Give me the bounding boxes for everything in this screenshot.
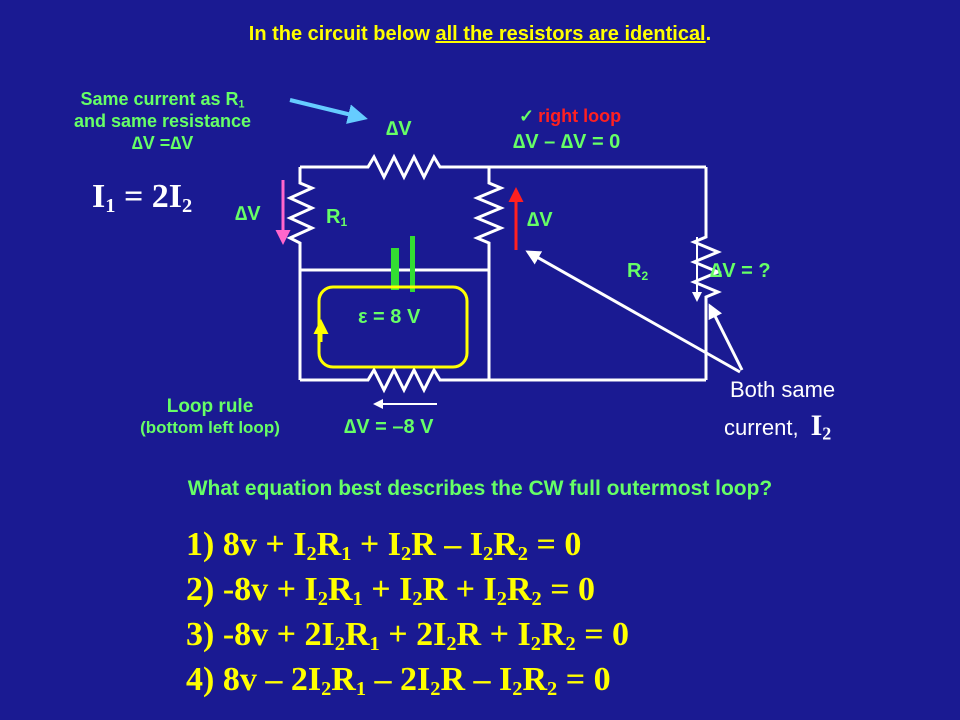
dv-question-label: ∆V = ? (710, 260, 771, 282)
option-3[interactable]: 3) -8v + 2I2R1 + 2I2R + I2R2 = 0 (186, 616, 630, 656)
wire-right-r2 (690, 167, 722, 380)
both-same-line1: Both same (730, 377, 836, 402)
option-4[interactable]: 4) 8v – 2I2R1 – 2I2R – I2R2 = 0 (186, 661, 611, 701)
both-same-current-label: Both same current,I2 (724, 372, 835, 446)
right-loop-equation: ∆V – ∆V = 0 (513, 131, 621, 153)
dv-bottom-label: ∆V = –8 V (344, 416, 434, 438)
both-same-i2: I2 (810, 409, 832, 444)
same-current-line1: Same current as R1 (80, 89, 245, 111)
dv-middle-label: ∆V (527, 209, 553, 231)
wire-middle-resistor (473, 167, 505, 380)
header-suffix: . (705, 23, 712, 45)
both-same-arrow-to-middle (525, 250, 741, 374)
right-loop-title: ✓right loop (519, 106, 622, 126)
r2-label: R2 (627, 260, 649, 283)
same-current-line2: and same resistance (73, 111, 252, 131)
emf-label: ε = 8 V (358, 306, 421, 328)
wire-left-r1 (286, 167, 316, 380)
current-relation: I1 = 2I2 (92, 178, 193, 218)
wire-bottom (300, 366, 706, 394)
right-loop-check-icon: ✓ (519, 106, 535, 126)
wire-top (300, 153, 706, 181)
option-2[interactable]: 2) -8v + I2R1 + I2R + I2R2 = 0 (186, 571, 596, 611)
option-1[interactable]: 1) 8v + I2R1 + I2R – I2R2 = 0 (186, 526, 582, 566)
dv-top-label: ∆V (386, 118, 412, 140)
header-underlined: all the resistors are identical (435, 23, 706, 45)
same-current-callout-arrow (289, 98, 368, 124)
battery-long-plate (391, 248, 399, 290)
loop-rule-label: Loop rule (bottom left loop) (100, 396, 320, 438)
loop-rule-subtitle: (bottom left loop) (140, 418, 280, 437)
both-same-arrow-to-r2 (708, 303, 744, 371)
loop-rule-title: Loop rule (166, 396, 254, 417)
answer-options: 1) 8v + I2R1 + I2R – I2R2 = 0 2) -8v + I… (186, 522, 629, 702)
both-same-line2: current,I2 (724, 409, 832, 444)
same-current-line3: ∆V =∆V (131, 133, 194, 153)
question-text: What equation best describes the CW full… (187, 477, 773, 500)
r1-label: R1 (326, 206, 348, 229)
battery-short-plate (410, 236, 415, 292)
header-prefix: In the circuit below (248, 23, 436, 45)
same-current-note: Same current as R1 and same resistance ∆… (30, 88, 295, 154)
wires (286, 153, 722, 394)
dv-r1-label: ∆V (235, 203, 261, 225)
header-text: In the circuit below all the resistors a… (0, 23, 960, 46)
